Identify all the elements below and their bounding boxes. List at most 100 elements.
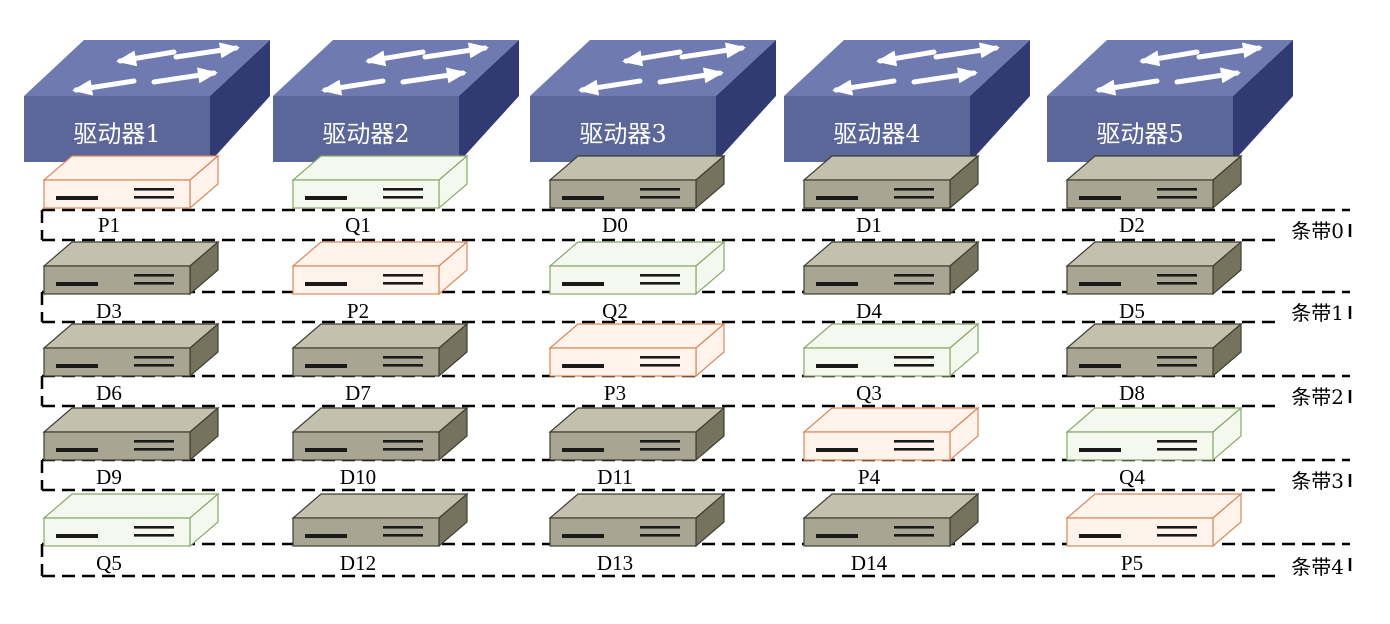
block-D1: D1 — [802, 154, 980, 237]
block-D3: D3 — [42, 240, 220, 323]
drive-label: 驱动器2 — [322, 120, 409, 148]
drive-4: 驱动器4 — [784, 40, 1030, 162]
stripe-label: 条带4 — [1291, 555, 1344, 579]
block-label: D3 — [96, 299, 122, 323]
disk-block-icon — [1065, 322, 1243, 378]
drive-5: 驱动器5 — [1047, 40, 1293, 162]
block-label: D7 — [345, 381, 371, 405]
disk-block-icon — [42, 406, 220, 462]
block-label: D4 — [856, 299, 882, 323]
disk-block-icon — [42, 492, 220, 548]
block-D9: D9 — [42, 406, 220, 489]
block-D14: D14 — [802, 492, 980, 575]
disk-block-icon — [802, 154, 980, 210]
block-D10: D10 — [291, 406, 469, 489]
drive-label: 驱动器5 — [1096, 120, 1183, 148]
disk-block-icon — [1065, 492, 1243, 548]
block-label: P4 — [858, 465, 881, 489]
block-D11: D11 — [548, 406, 726, 489]
block-P2: P2 — [291, 240, 469, 323]
block-D13: D13 — [548, 492, 726, 575]
disk-block-icon — [548, 322, 726, 378]
drive-2: 驱动器2 — [273, 40, 519, 162]
block-P4: P4 — [802, 406, 980, 489]
drive-label: 驱动器3 — [579, 120, 666, 148]
drive-3: 驱动器3 — [530, 40, 776, 162]
block-label: P3 — [604, 381, 626, 405]
disk-block-icon — [802, 240, 980, 296]
disk-block-icon — [548, 406, 726, 462]
stripe-2: 条带2 — [40, 374, 1352, 409]
block-P5: P5 — [1065, 492, 1243, 575]
block-D7: D7 — [291, 322, 469, 405]
disk-block-icon — [802, 322, 980, 378]
network-switch-icon — [24, 40, 270, 162]
block-label: D14 — [851, 551, 888, 575]
block-P1: P1 — [42, 154, 220, 237]
drive-label: 驱动器4 — [833, 120, 920, 148]
disk-block-icon — [1065, 240, 1243, 296]
block-label: D2 — [1119, 213, 1145, 237]
block-label: D6 — [96, 381, 122, 405]
block-Q2: Q2 — [548, 240, 726, 323]
disk-block-icon — [291, 406, 469, 462]
network-switch-icon — [784, 40, 1030, 162]
block-label: D8 — [1119, 381, 1145, 405]
disk-block-icon — [802, 492, 980, 548]
block-D12: D12 — [291, 492, 469, 575]
disk-block-icon — [42, 240, 220, 296]
block-D6: D6 — [42, 322, 220, 405]
block-label: D0 — [602, 213, 628, 237]
block-label: Q1 — [345, 213, 371, 237]
network-switch-icon — [1047, 40, 1293, 162]
block-D8: D8 — [1065, 322, 1243, 405]
network-switch-icon — [273, 40, 519, 162]
disk-block-icon — [1065, 406, 1243, 462]
block-D5: D5 — [1065, 240, 1243, 323]
switch-arrows-icon — [578, 42, 746, 96]
switch-arrows-icon — [1095, 42, 1263, 96]
switch-arrows-icon — [832, 42, 1000, 96]
block-label: Q3 — [856, 381, 882, 405]
disk-block-icon — [548, 154, 726, 210]
block-P3: P3 — [548, 322, 726, 405]
block-label: D11 — [597, 465, 632, 489]
block-label: P2 — [347, 299, 369, 323]
drive-layer: 驱动器1 驱动器2 驱动器3 驱动器4 驱动器5 — [24, 40, 1293, 162]
stripe-3: 条带3 — [40, 458, 1352, 493]
block-Q4: Q4 — [1065, 406, 1243, 489]
block-label: D1 — [856, 213, 882, 237]
switch-arrows-icon — [72, 42, 240, 96]
block-D4: D4 — [802, 240, 980, 323]
drive-1: 驱动器1 — [24, 40, 270, 162]
stripe-0: 条带0 — [40, 208, 1352, 243]
block-label: D13 — [597, 551, 633, 575]
block-label: D5 — [1119, 299, 1145, 323]
stripe-label: 条带1 — [1291, 301, 1344, 325]
disk-block-icon — [548, 492, 726, 548]
disk-block-icon — [42, 322, 220, 378]
stripe-label: 条带3 — [1291, 469, 1344, 493]
stripe-label: 条带0 — [1291, 219, 1344, 243]
disk-block-icon — [42, 154, 220, 210]
stripe-label: 条带2 — [1291, 385, 1344, 409]
disk-block-icon — [291, 492, 469, 548]
disk-block-icon — [291, 240, 469, 296]
disk-block-icon — [291, 322, 469, 378]
drive-label: 驱动器1 — [73, 120, 160, 148]
block-label: D9 — [96, 465, 122, 489]
block-Q3: Q3 — [802, 322, 980, 405]
block-Q5: Q5 — [42, 492, 220, 575]
block-label: Q2 — [602, 299, 628, 323]
disk-block-icon — [548, 240, 726, 296]
block-label: Q5 — [96, 551, 122, 575]
block-D0: D0 — [548, 154, 726, 237]
switch-arrows-icon — [321, 42, 489, 96]
block-label: P5 — [1121, 551, 1143, 575]
block-label: D10 — [340, 465, 376, 489]
block-label: P1 — [98, 213, 120, 237]
disk-block-icon — [291, 154, 469, 210]
block-Q1: Q1 — [291, 154, 469, 237]
